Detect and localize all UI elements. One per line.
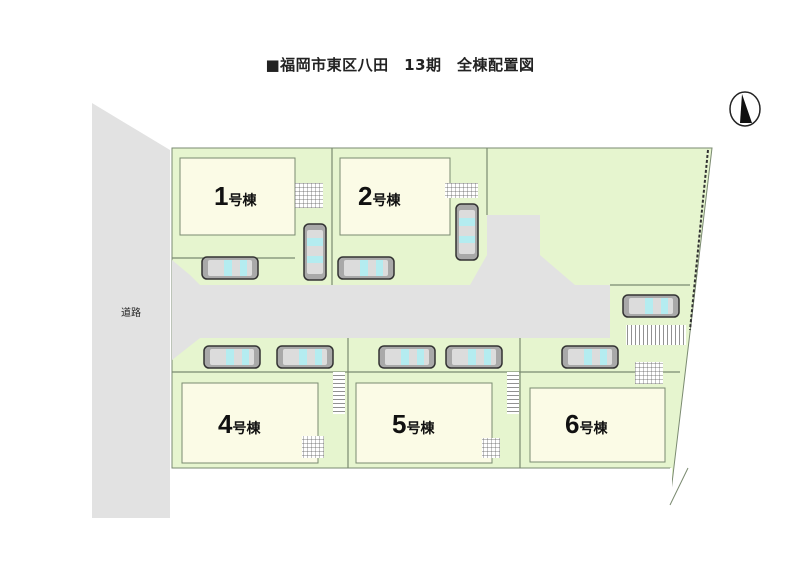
house-2	[339, 157, 451, 236]
parking-car	[303, 223, 327, 281]
stairs	[626, 325, 686, 345]
porch-tile	[635, 362, 663, 384]
house-6	[529, 387, 666, 463]
lot-label-1: 1号棟	[214, 181, 257, 211]
lot-label-4: 4号棟	[218, 409, 261, 439]
public-road	[92, 103, 170, 518]
porch-tile	[445, 183, 478, 198]
road-label: 道路	[121, 306, 141, 319]
house-4	[181, 382, 319, 464]
parking-car	[622, 294, 680, 318]
parking-car	[561, 345, 619, 369]
lot-label-5: 5号棟	[392, 409, 435, 439]
porch-tile	[482, 438, 500, 458]
porch-tile	[302, 436, 324, 458]
parking-car	[201, 256, 259, 280]
parking-car	[337, 256, 395, 280]
private-driveway	[172, 215, 610, 338]
parking-car	[276, 345, 334, 369]
parking-car	[378, 345, 436, 369]
north-compass-icon	[729, 91, 761, 127]
parking-car	[445, 345, 503, 369]
lot-label-2: 2号棟	[358, 181, 401, 211]
stairs	[507, 372, 519, 414]
porch-tile	[295, 183, 323, 208]
page-title: ■福岡市東区八田 13期 全棟配置図	[265, 56, 535, 74]
lot-label-6: 6号棟	[565, 409, 608, 439]
parking-car	[203, 345, 261, 369]
parking-car	[455, 203, 479, 261]
house-5	[355, 382, 493, 464]
stairs	[333, 372, 345, 414]
